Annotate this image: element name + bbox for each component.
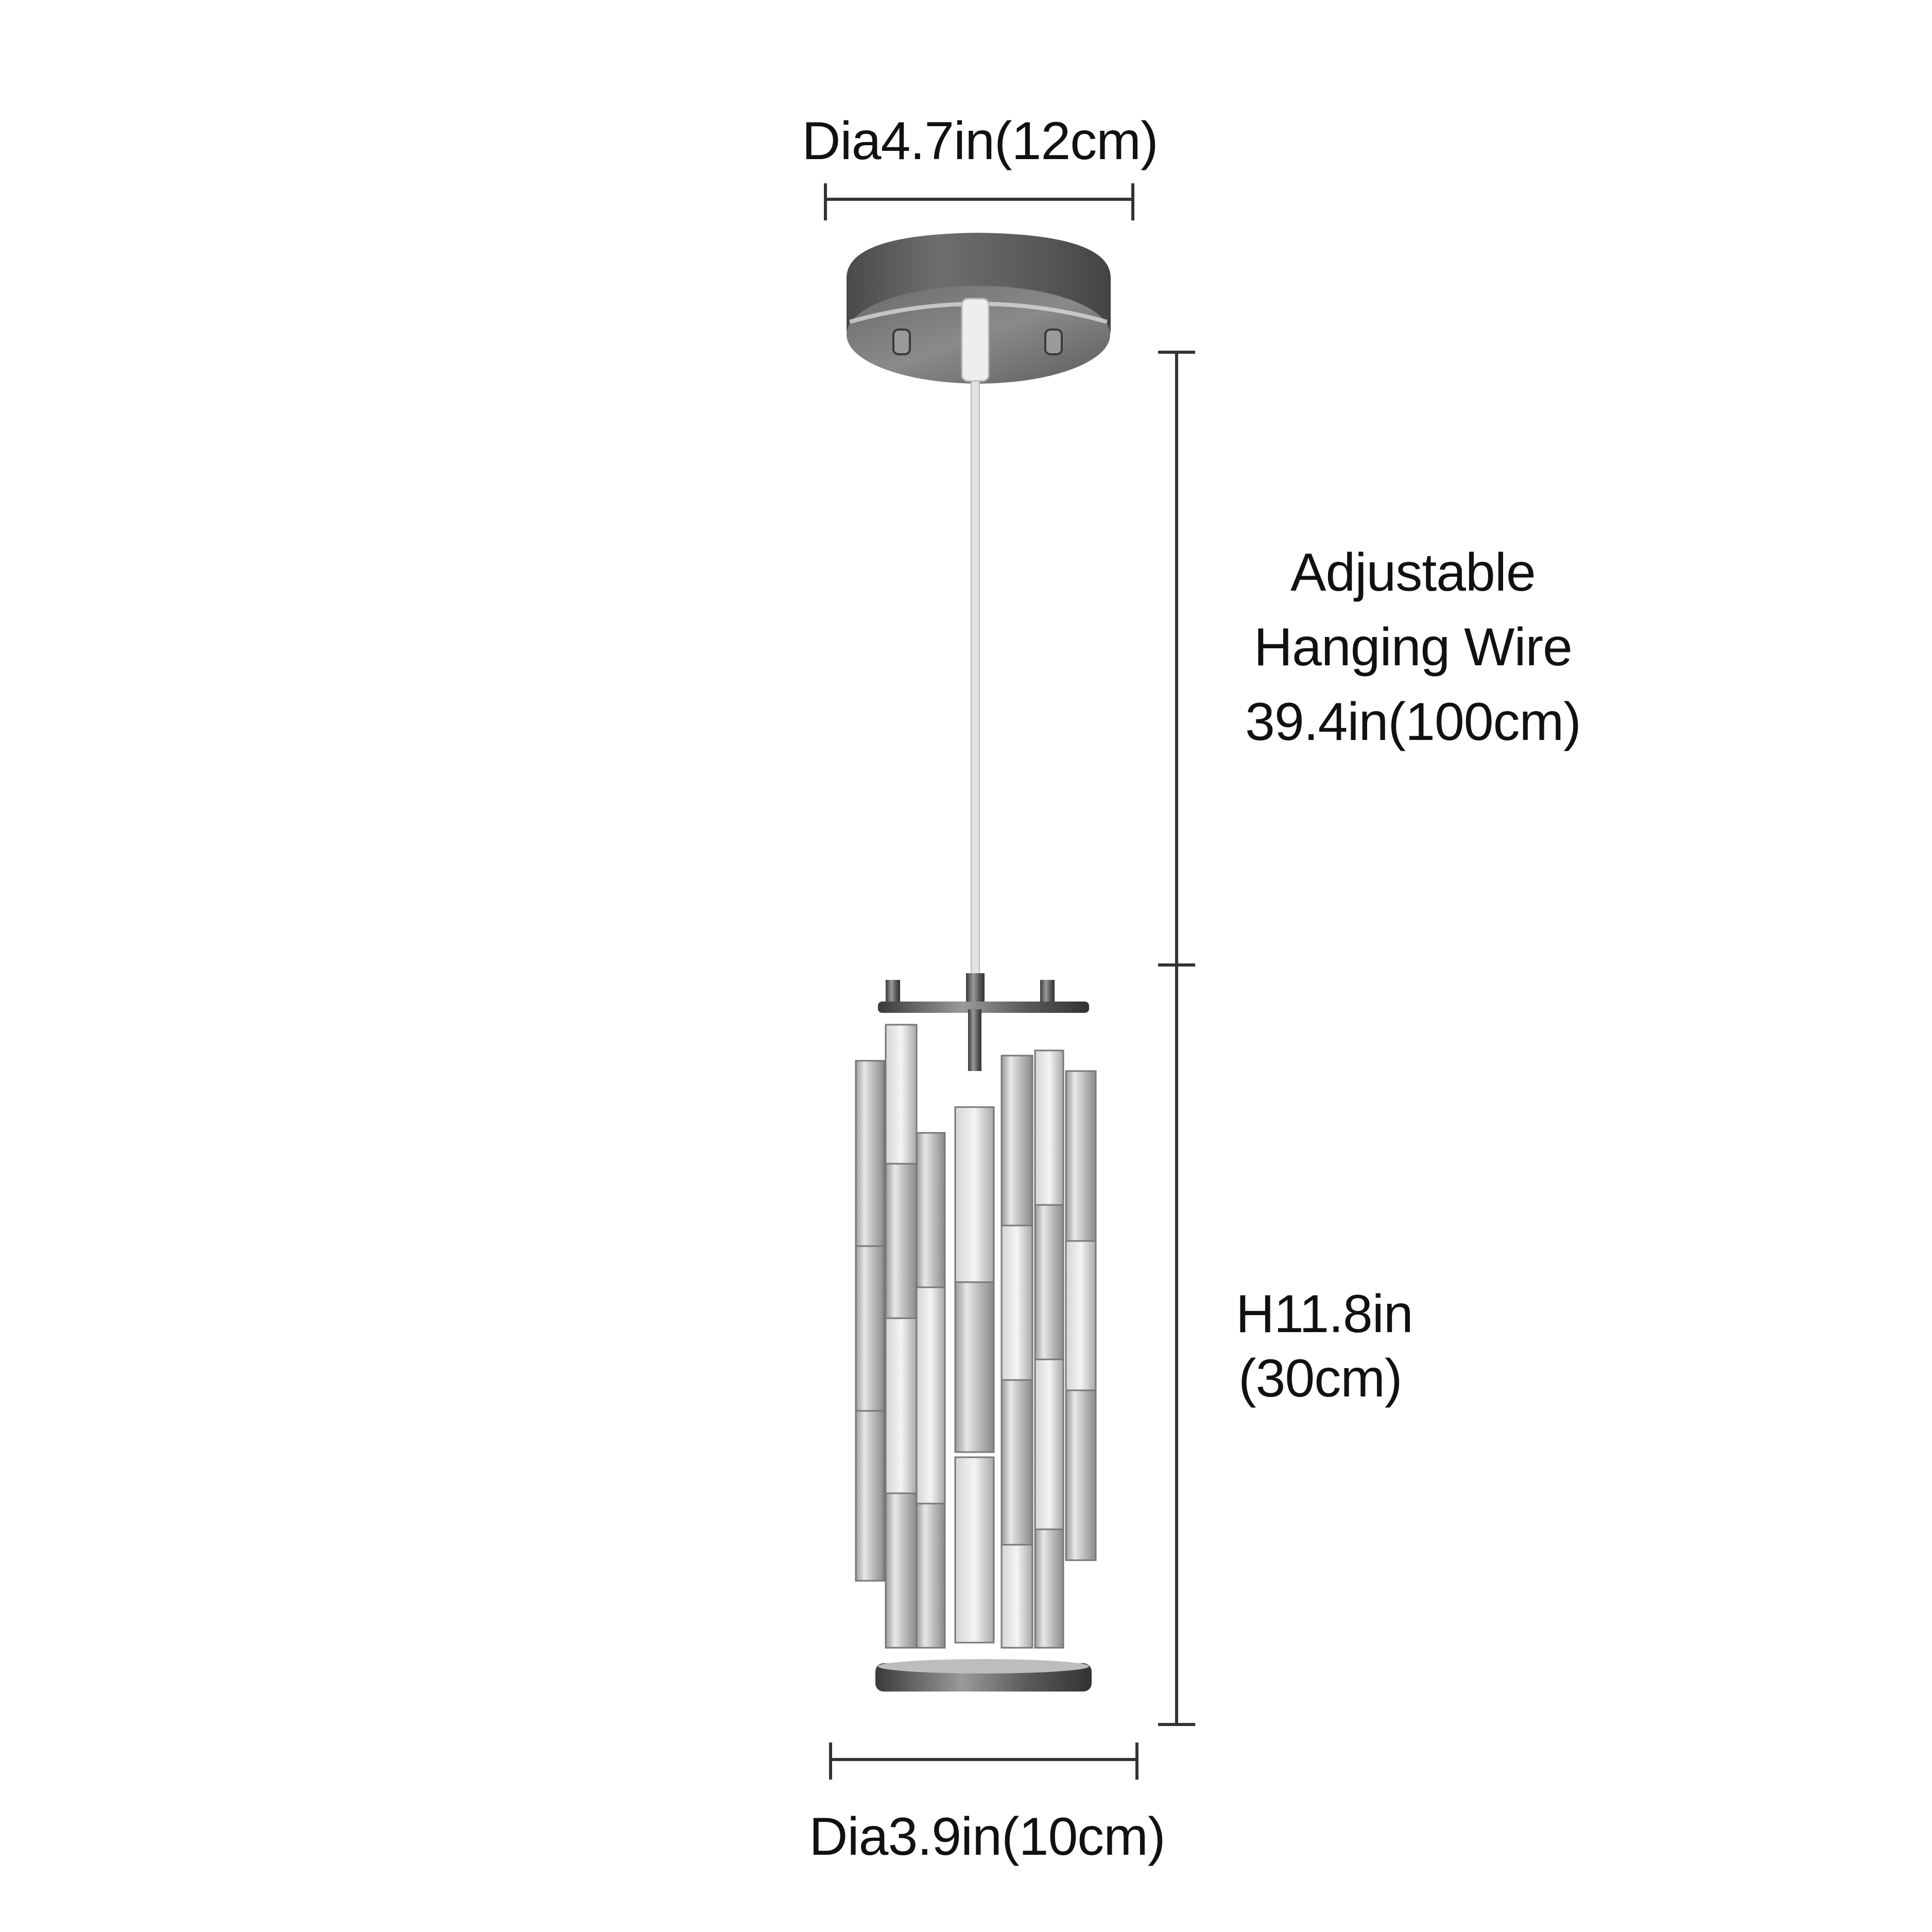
- wire-label-line-3: 39.4in(100cm): [1245, 692, 1581, 752]
- dimension-tick-middle: [1158, 963, 1195, 967]
- fixture-bottom-frame: [875, 1659, 1092, 1692]
- height-label-line-1: H11.8in: [1236, 1284, 1413, 1344]
- dimension-bar-vertical: [1175, 352, 1178, 1724]
- dimension-bar: [825, 198, 1133, 201]
- dimension-tick-right: [1135, 1743, 1138, 1780]
- wire-label-line-1: Adjustable: [1290, 543, 1536, 602]
- dimension-tick-bottom: [1158, 1723, 1195, 1726]
- dimension-tick-left: [824, 183, 827, 220]
- wire-label-line-2: Hanging Wire: [1253, 617, 1573, 677]
- shade-diameter-label: Dia3.9in(10cm): [809, 1807, 1165, 1867]
- ceiling-canopy: [847, 233, 1111, 384]
- dimension-tick-left: [829, 1743, 832, 1780]
- canopy-diameter-label: Dia4.7in(12cm): [802, 111, 1158, 171]
- height-label-line-2: (30cm): [1238, 1349, 1403, 1408]
- dimension-bar: [831, 1758, 1137, 1761]
- fixture-top-frame: [878, 973, 1089, 1071]
- crystal-prisms: [855, 1024, 1097, 1649]
- dimension-tick-right: [1131, 183, 1134, 220]
- hanging-wire: [971, 381, 980, 981]
